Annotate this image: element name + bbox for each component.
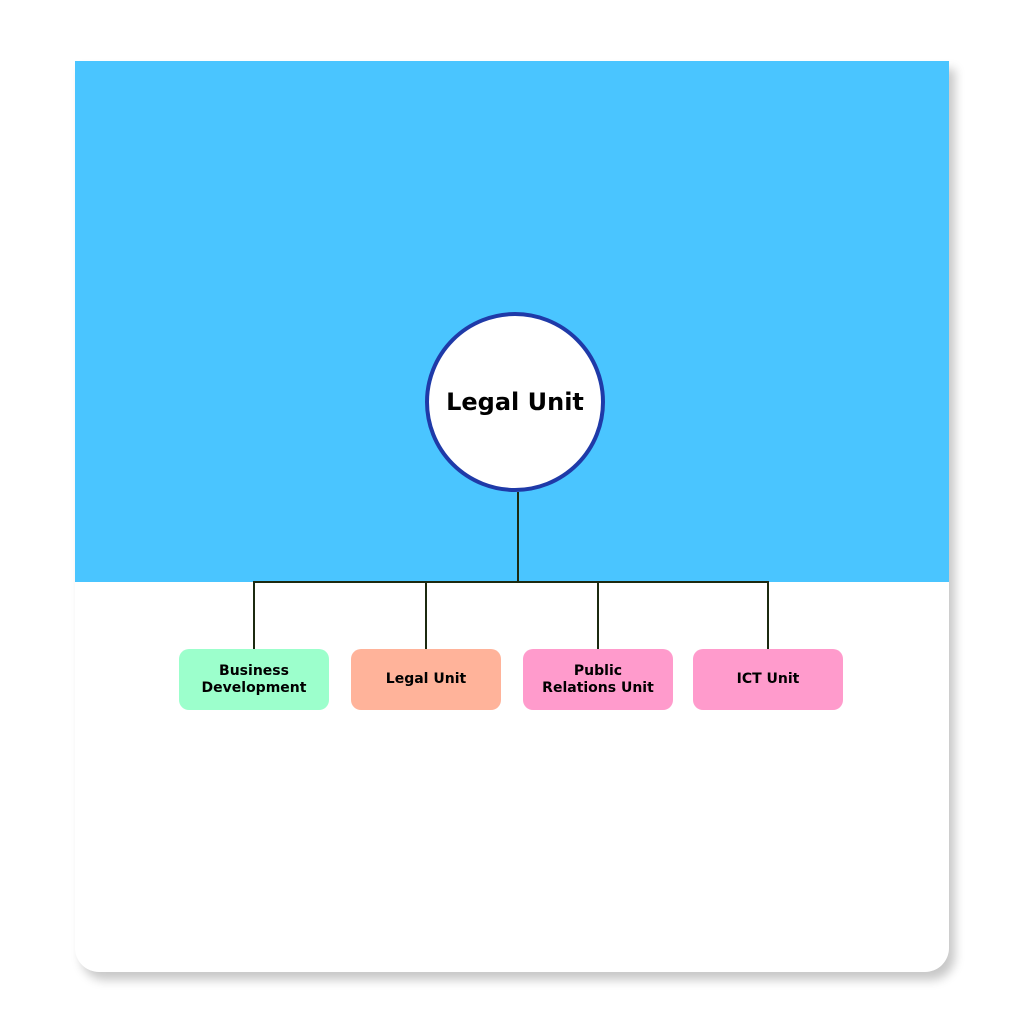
- child-node-legal-unit[interactable]: Legal Unit: [351, 649, 501, 710]
- child-node-label: Business Development: [201, 662, 307, 696]
- diagram-card: Legal Unit Business Development Legal Un…: [75, 61, 949, 972]
- connector-lines: [253, 492, 769, 649]
- child-node-business-development[interactable]: Business Development: [179, 649, 329, 710]
- child-node-public-relations-unit[interactable]: Public Relations Unit: [523, 649, 673, 710]
- child-node-label: Public Relations Unit: [542, 662, 654, 696]
- child-node-label: ICT Unit: [736, 671, 800, 687]
- root-node-label: Legal Unit: [446, 388, 584, 416]
- root-node[interactable]: Legal Unit: [425, 312, 605, 492]
- child-node-label: Legal Unit: [385, 671, 467, 687]
- child-node-ict-unit[interactable]: ICT Unit: [693, 649, 843, 710]
